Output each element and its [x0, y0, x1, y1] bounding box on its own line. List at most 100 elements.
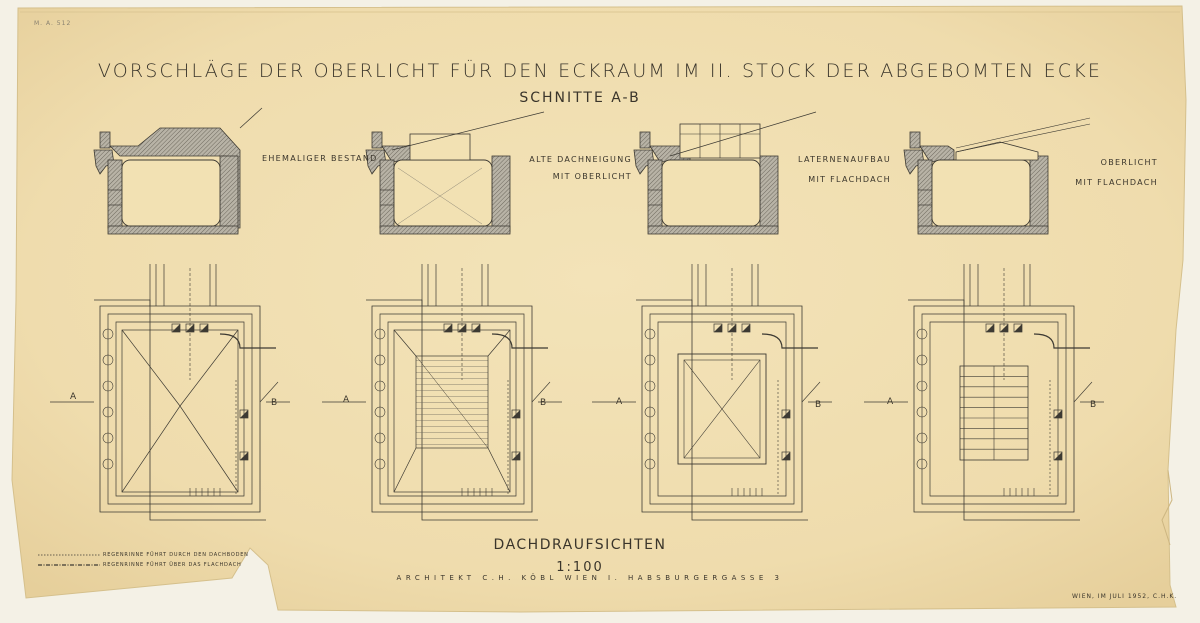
plan-rain-pipe [1033, 333, 1090, 349]
plan-rain-pipe [761, 333, 818, 349]
plan-chimney-fill [1014, 324, 1022, 332]
plan-outline [908, 299, 1080, 521]
section-chimney [909, 131, 921, 149]
plan-chimney-fill [782, 452, 790, 460]
plan-chimney-fill [714, 324, 722, 332]
plan-inner-wall [649, 313, 795, 505]
section-drawing [903, 117, 1091, 235]
paper-sheet [11, 5, 1187, 613]
plan-cut-arrow [801, 381, 821, 403]
plan-lantern-inner [683, 359, 761, 459]
plan-chimney-fill [240, 452, 248, 460]
plan-chimney-fill [512, 410, 520, 418]
plan-drawing [322, 264, 562, 521]
plan-column [374, 432, 386, 444]
plan-chimney-fill [728, 324, 736, 332]
plan-eaves [115, 321, 245, 497]
plan-inner-wall [107, 313, 253, 505]
section-cornice [365, 149, 387, 175]
plan-column [102, 432, 114, 444]
section-chimney [371, 131, 383, 149]
section-cornice [633, 149, 655, 175]
plan-chimney-fill [986, 324, 994, 332]
section-cornice [93, 149, 115, 175]
plan-rain-pipe [219, 333, 276, 349]
section-old-roof-slope [955, 123, 1091, 153]
cut-mark-a-1: A [70, 392, 77, 402]
section-old-roof-slope [391, 111, 545, 151]
plan-column [102, 458, 114, 470]
plans-row [50, 264, 1104, 521]
plan-inner-wall [921, 313, 1067, 505]
plan-lantern-diagonals [683, 359, 761, 459]
plan-column [916, 328, 928, 340]
legend-text-1: REGENRINNE FÜHRT DURCH DEN DACHBODEN [103, 552, 249, 558]
plan-eaves [657, 321, 787, 497]
plan-cut-arrow [259, 381, 279, 403]
section-drawing [365, 111, 545, 235]
section-label-3b: MIT FLACHDACH [808, 175, 891, 184]
plan-column [644, 328, 656, 340]
cut-mark-b-1: B [271, 398, 278, 408]
section-left-wall [647, 159, 663, 229]
section-drawing [93, 107, 263, 235]
section-floor-slab [647, 225, 779, 235]
plan-drawing [592, 264, 832, 521]
section-skylight [955, 141, 1039, 161]
plan-column [644, 432, 656, 444]
section-hatched-roof [919, 145, 955, 163]
plan-roof [393, 329, 511, 493]
plan-diagonal [415, 355, 489, 449]
plan-cut-arrow [1073, 381, 1093, 403]
plan-column [374, 458, 386, 470]
plan-chimney-fill [1000, 324, 1008, 332]
plan-eaves [929, 321, 1059, 497]
section-floor-slab [379, 225, 511, 235]
cut-mark-b-3: B [815, 400, 822, 410]
plan-view-title: DACHDRAUFSICHTEN [493, 537, 667, 553]
plan-column [102, 380, 114, 392]
plan-hip-lines [393, 329, 511, 493]
section-right-wall [1029, 155, 1049, 233]
sections-row [93, 107, 1091, 235]
section-diagonals [397, 167, 483, 225]
plan-column [644, 458, 656, 470]
scale-label: 1:100 [556, 560, 604, 575]
plan-drawing [864, 264, 1104, 521]
section-hatched-roof [109, 127, 241, 229]
section-room [393, 159, 493, 227]
section-old-roof-slope [669, 111, 817, 157]
corner-note-right: WIEN, IM JULI 1952, C.H.K. [1072, 593, 1178, 600]
legend-lines [38, 554, 100, 566]
architect-stamp: ARCHITEKT C.H. KÖBL WIEN I. HABSBURGERGA… [396, 574, 784, 582]
section-floor-slab [107, 225, 239, 235]
section-skylight-box [409, 133, 471, 161]
plan-column [374, 354, 386, 366]
drawing-subtitle: SCHNITTE A-B [519, 90, 641, 106]
section-label-4b: MIT FLACHDACH [1075, 178, 1158, 187]
plan-chimney-fill [742, 324, 750, 332]
plan-chimney-fill [782, 410, 790, 418]
section-label-4a: OBERLICHT [1100, 158, 1158, 167]
section-label-2b: MIT OBERLICHT [552, 172, 632, 181]
plan-column [374, 406, 386, 418]
section-right-wall [219, 155, 239, 233]
section-chimney [99, 131, 111, 149]
section-floor-slab [917, 225, 1049, 235]
plan-outline [94, 299, 266, 521]
cut-mark-a-2: A [343, 395, 350, 405]
plan-column [374, 328, 386, 340]
paper-tear [1161, 469, 1173, 546]
plan-roof [121, 329, 239, 493]
plan-chimney-fill [240, 410, 248, 418]
plan-cut-arrow [531, 381, 551, 403]
cut-mark-a-3: A [616, 397, 623, 407]
drawing-title: VORSCHLÄGE DER OBERLICHT FÜR DEN ECKRAUM… [97, 60, 1103, 82]
plan-outer-wall [371, 305, 533, 513]
plan-outline [636, 299, 808, 521]
plan-column [916, 432, 928, 444]
section-drawing [633, 111, 817, 235]
section-left-wall [379, 159, 395, 229]
cut-mark-b-2: B [540, 398, 547, 408]
